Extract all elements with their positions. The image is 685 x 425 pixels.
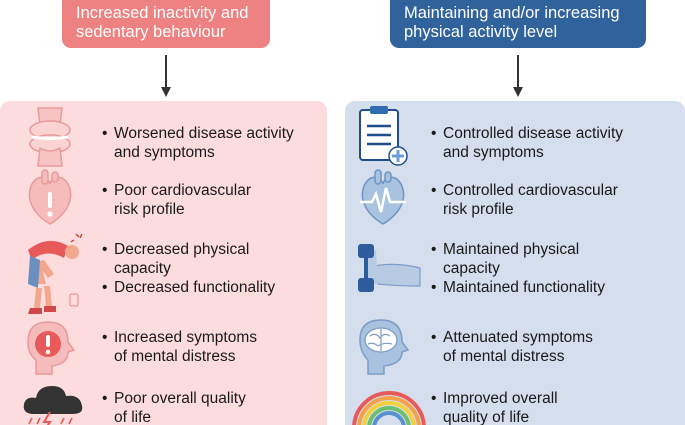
clipboard-icon	[359, 106, 408, 166]
left-item-disease-activity: Worsened disease activity and symptoms	[114, 124, 294, 162]
header-activity: Maintaining and/or increasing physical a…	[390, 0, 646, 48]
rainbow-icon	[352, 391, 426, 425]
storm-cloud-icon	[23, 386, 83, 425]
left-item-physical-capacity: Decreased physical capacity Decreased fu…	[114, 240, 275, 297]
down-arrow-right-icon	[513, 55, 523, 97]
head-alert-icon	[27, 321, 76, 375]
right-item-cardiovascular: Controlled cardiovascular risk profile	[443, 181, 618, 219]
joint-icon	[29, 107, 71, 167]
left-item-cardiovascular: Poor cardiovascular risk profile	[114, 181, 251, 219]
heart-ecg-icon	[360, 169, 406, 225]
fatigued-person-icon	[28, 233, 83, 314]
header-inactivity: Increased inactivity and sedentary behav…	[62, 0, 270, 48]
right-item-quality-of-life: Improved overall quality of life	[443, 389, 558, 425]
heart-alert-icon	[28, 169, 72, 225]
right-item-disease-activity: Controlled disease activity and symptoms	[443, 124, 623, 162]
header-activity-label: Maintaining and/or increasing physical a…	[404, 4, 620, 41]
head-brain-icon	[359, 319, 410, 375]
left-item-quality-of-life: Poor overall quality of life	[114, 389, 246, 425]
left-item-mental-distress: Increased symptoms of mental distress	[114, 328, 257, 366]
right-item-mental-distress: Attenuated symptoms of mental distress	[443, 328, 593, 366]
right-item-physical-capacity: Maintained physical capacity Maintained …	[443, 240, 605, 297]
header-inactivity-label: Increased inactivity and sedentary behav…	[76, 4, 249, 41]
down-arrow-left-icon	[161, 55, 171, 97]
dumbbell-arm-icon	[358, 244, 421, 292]
